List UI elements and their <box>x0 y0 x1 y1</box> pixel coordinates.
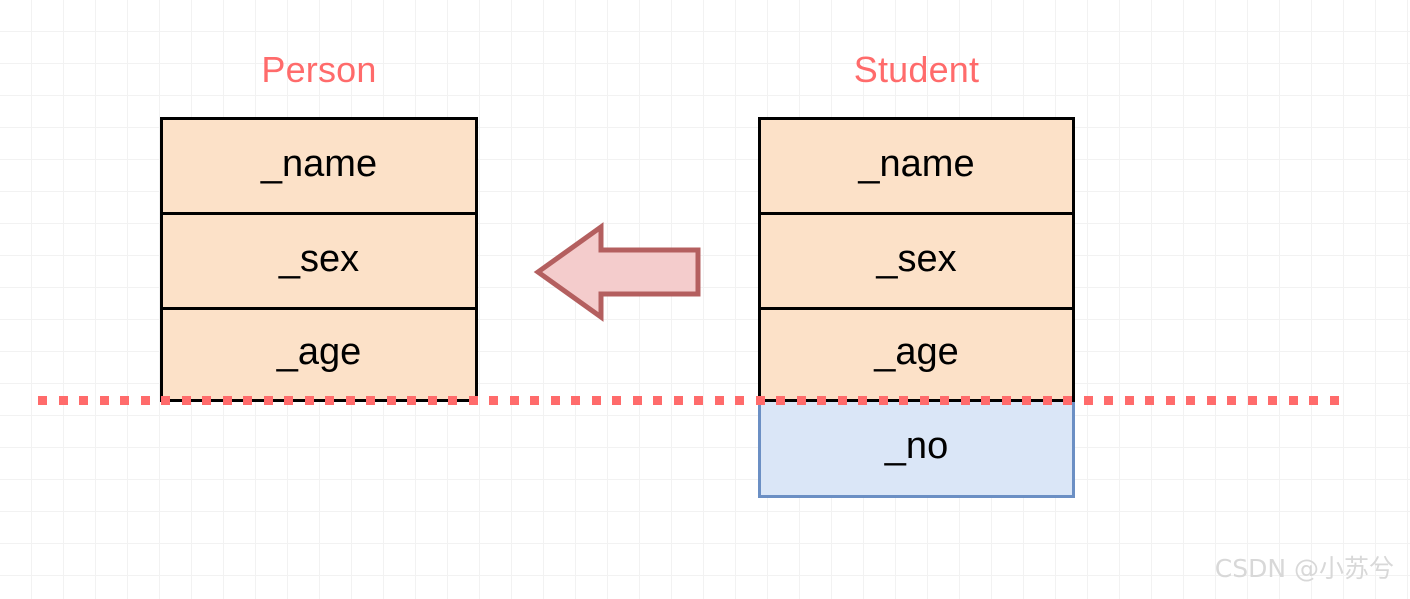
separator-dot <box>981 396 990 405</box>
separator-dot <box>1104 396 1113 405</box>
separator-dot <box>264 396 273 405</box>
separator-dot <box>489 396 498 405</box>
separator-dot <box>100 396 109 405</box>
separator-dot <box>1248 396 1257 405</box>
separator-dot <box>530 396 539 405</box>
separator-dot <box>612 396 621 405</box>
separator-dot <box>571 396 580 405</box>
separator-dot <box>776 396 785 405</box>
separator-dot <box>838 396 847 405</box>
separator-dot <box>1166 396 1175 405</box>
separator-dot <box>1268 396 1277 405</box>
separator-dot <box>1002 396 1011 405</box>
separator-dot <box>141 396 150 405</box>
separator-dot <box>1186 396 1195 405</box>
separator-dot <box>1084 396 1093 405</box>
separator-dot <box>223 396 232 405</box>
separator-dot <box>633 396 642 405</box>
separator-dot <box>202 396 211 405</box>
separator-dot <box>325 396 334 405</box>
separator-dot <box>1207 396 1216 405</box>
class-box-person: _name _sex _age <box>160 117 478 402</box>
field-row-person-name: _name <box>160 117 478 212</box>
separator-dot <box>920 396 929 405</box>
separator-dot <box>817 396 826 405</box>
field-row-student-sex: _sex <box>758 212 1075 307</box>
separator-dot <box>694 396 703 405</box>
separator-dot <box>899 396 908 405</box>
separator-dot <box>59 396 68 405</box>
separator-dot <box>1063 396 1072 405</box>
field-row-student-no: _no <box>758 402 1075 498</box>
separator-dot <box>305 396 314 405</box>
field-row-person-age: _age <box>160 307 478 402</box>
separator-dot <box>407 396 416 405</box>
separator-dot <box>1125 396 1134 405</box>
separator-dot <box>551 396 560 405</box>
field-label: _name <box>260 142 378 185</box>
separator-dot <box>120 396 129 405</box>
separator-dot <box>592 396 601 405</box>
field-label: _sex <box>278 237 360 280</box>
separator-dot <box>940 396 949 405</box>
separator-dot <box>879 396 888 405</box>
separator-dot <box>1227 396 1236 405</box>
field-label: _name <box>858 142 975 185</box>
separator-dot <box>428 396 437 405</box>
base-part-separator <box>38 396 1350 405</box>
separator-dot <box>735 396 744 405</box>
separator-dot <box>243 396 252 405</box>
separator-dot <box>1330 396 1339 405</box>
separator-dot <box>284 396 293 405</box>
separator-dot <box>858 396 867 405</box>
class-title-student: Student <box>853 49 980 90</box>
watermark-text: CSDN @小苏兮 <box>1214 554 1394 583</box>
field-label: _sex <box>876 237 957 280</box>
field-row-student-age: _age <box>758 307 1075 402</box>
separator-dot <box>1309 396 1318 405</box>
separator-dot <box>756 396 765 405</box>
separator-dot <box>161 396 170 405</box>
field-label: _age <box>276 331 362 373</box>
separator-dot <box>1289 396 1298 405</box>
separator-dot <box>387 396 396 405</box>
class-box-student: _name _sex _age _no <box>758 117 1075 498</box>
separator-dot <box>653 396 662 405</box>
separator-dot <box>674 396 683 405</box>
field-row-person-sex: _sex <box>160 212 478 307</box>
separator-dot <box>366 396 375 405</box>
field-label: _no <box>884 425 949 467</box>
separator-dot <box>715 396 724 405</box>
separator-dot <box>469 396 478 405</box>
class-title-person: Person <box>261 49 377 90</box>
field-row-student-name: _name <box>758 117 1075 212</box>
separator-dot <box>1022 396 1031 405</box>
separator-dot <box>79 396 88 405</box>
separator-dot <box>1145 396 1154 405</box>
separator-dot <box>1043 396 1052 405</box>
separator-dot <box>346 396 355 405</box>
separator-dot <box>182 396 191 405</box>
separator-dot <box>448 396 457 405</box>
field-label: _age <box>874 331 959 373</box>
separator-dot <box>510 396 519 405</box>
separator-dot <box>38 396 47 405</box>
separator-dot <box>797 396 806 405</box>
separator-dot <box>961 396 970 405</box>
inheritance-arrow-icon <box>533 222 701 322</box>
